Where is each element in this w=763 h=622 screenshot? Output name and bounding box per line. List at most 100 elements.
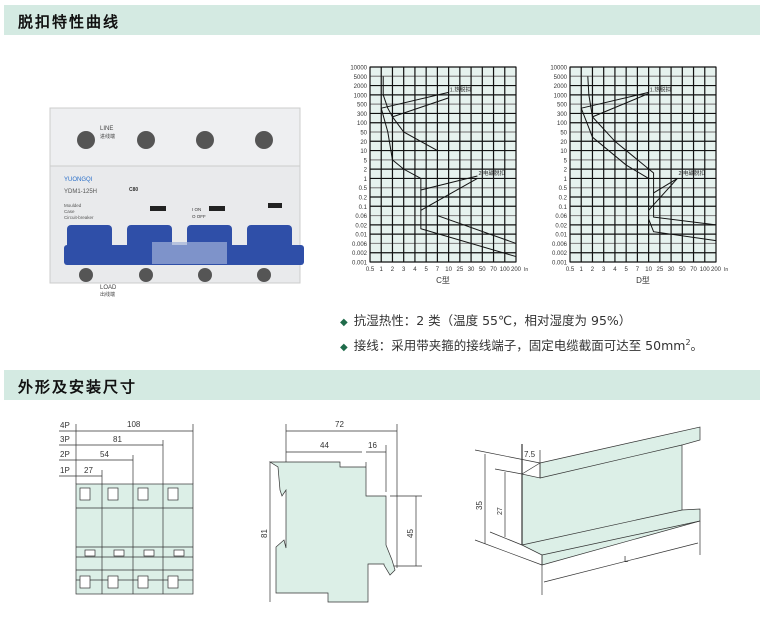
annotation-thermal: 1.热脱扣 (650, 85, 671, 93)
x-tick-label: 3 (602, 267, 606, 273)
y-tick-label: 2 (564, 168, 568, 174)
annotation-thermal: 1.热脱扣 (450, 85, 471, 93)
x-tick-label: 50 (679, 267, 686, 273)
section-title: 脱扣特性曲线 (18, 13, 121, 31)
series-line-upper-magnetic (437, 215, 517, 244)
x-tick-label: 200 (711, 267, 722, 273)
y-tick-label: 20 (560, 140, 567, 146)
y-tick-label: 5000 (354, 75, 368, 81)
x-tick-label: 25 (657, 267, 664, 273)
rail-width-label: 7.5 (524, 450, 536, 459)
y-tick-label: 10 (560, 149, 567, 155)
rail-inner-label: 27 (497, 507, 504, 515)
bullet-text: 抗湿热性：2 类（温度 55℃，相对湿度为 95%） (353, 313, 632, 328)
load-cn: 出线端 (100, 291, 115, 298)
series-line-leader-2b (648, 178, 678, 211)
circuit-breaker-photo: LINE 进线端 YUONGQI YDM1-125H C80 Moulded C… (49, 107, 304, 298)
y-tick-label: 0.002 (352, 251, 368, 257)
pole-label: 1P (60, 466, 70, 475)
y-tick-label: 5 (364, 158, 368, 164)
y-tick-label: 0.01 (355, 233, 367, 239)
x-tick-label: 4 (613, 267, 617, 273)
y-tick-label: 2 (364, 168, 368, 174)
y-tick-label: 0.001 (352, 261, 368, 267)
line-cn: 进线端 (100, 133, 115, 140)
x-axis-label: In (724, 267, 728, 273)
x-tick-label: 1 (380, 267, 384, 273)
bullet-wiring: ◆接线：采用带夹箍的接线端子，固定电缆截面可达至 50mm2。 (340, 335, 703, 354)
chart-title: C型 (436, 276, 450, 285)
x-tick-label: 5 (624, 267, 628, 273)
y-tick-label: 2000 (354, 84, 368, 90)
y-tick-label: 0.1 (359, 205, 368, 211)
chart-title: D型 (636, 276, 650, 285)
x-axis-label: In (524, 267, 528, 273)
rail-length-label: L (624, 555, 629, 564)
diamond-bullet-icon: ◆ (340, 342, 348, 353)
y-tick-label: 0.1 (559, 205, 568, 211)
x-tick-label: 0.5 (566, 267, 575, 273)
y-tick-label: 1000 (554, 93, 568, 99)
annotation-magnetic: 2.电磁脱扣 (678, 169, 705, 177)
dim-label: 44 (320, 441, 329, 450)
y-tick-label: 50 (360, 131, 367, 137)
section-title: 外形及安装尺寸 (18, 378, 138, 396)
y-tick-label: 500 (357, 103, 368, 109)
y-tick-label: 300 (557, 112, 568, 118)
y-tick-label: 300 (357, 112, 368, 118)
x-tick-label: 30 (468, 267, 475, 273)
desc: Case (64, 209, 75, 214)
x-tick-label: 2 (391, 267, 395, 273)
series-line-leader-2a (420, 175, 478, 191)
y-tick-label: 0.2 (559, 196, 568, 202)
x-tick-label: 30 (668, 267, 675, 273)
terminal-screws-bottom (79, 268, 271, 282)
din-rail-drawing: 7.5 35 27 L (474, 426, 701, 595)
x-tick-label: 10 (645, 267, 652, 273)
rating-label: C80 (129, 187, 138, 193)
x-tick-label: 100 (700, 267, 711, 273)
x-tick-label: 1 (580, 267, 584, 273)
y-tick-label: 1 (364, 177, 368, 183)
series-line-upper (382, 76, 438, 152)
x-tick-label: 25 (457, 267, 464, 273)
y-tick-label: 0.001 (552, 261, 568, 267)
section-header-trip-curve: 脱扣特性曲线 (4, 5, 760, 35)
series-line-upper (587, 76, 717, 226)
trip-curve-chart-c: 10000 5000 2000 1000 500 300 100 50 20 10 5 2 1 0.5 0.… (350, 66, 528, 286)
y-tick-label: 0.02 (555, 223, 567, 229)
depth-label: 72 (335, 420, 344, 429)
width-label: 108 (127, 420, 141, 429)
y-tick-label: 0.2 (359, 196, 368, 202)
y-tick-label: 0.5 (359, 186, 368, 192)
series-line-leader-1b (592, 93, 649, 118)
rail-height-label: 35 (475, 501, 484, 510)
series-line-leader-1b (392, 97, 449, 118)
y-tick-label: 5000 (554, 75, 568, 81)
y-tick-label: 0.006 (552, 242, 568, 248)
y-tick-label: 0.5 (559, 186, 568, 192)
height-label: 81 (260, 529, 269, 538)
x-tick-label: 100 (500, 267, 511, 273)
line-label: LINE (100, 126, 113, 132)
trip-curve-chart-d: 100005000200010005003001005020105210.50.… (550, 66, 728, 286)
series-line-lower (380, 108, 517, 258)
x-tick-label: 7 (636, 267, 640, 273)
y-tick-label: 0.002 (552, 251, 568, 257)
series-line-leader-2b (420, 177, 478, 211)
x-tick-label: 4 (413, 267, 417, 273)
width-label: 27 (84, 466, 93, 475)
y-tick-label: 10 (360, 149, 367, 155)
superscript: 2 (685, 337, 691, 347)
x-tick-label: 10 (445, 267, 452, 273)
y-tick-label: 10000 (350, 66, 367, 72)
y-tick-label: 1000 (354, 93, 368, 99)
y-tick-label: 20 (360, 140, 367, 146)
front-view-drawing: 4P 3P 2P 1P 108 81 54 27 (59, 420, 194, 595)
on-label: I ON (192, 207, 201, 212)
y-tick-label: 100 (557, 121, 568, 127)
x-tick-label: 3 (402, 267, 406, 273)
y-tick-label: 0.06 (355, 214, 367, 220)
section-header-dimensions: 外形及安装尺寸 (4, 370, 760, 400)
width-label: 81 (113, 435, 122, 444)
